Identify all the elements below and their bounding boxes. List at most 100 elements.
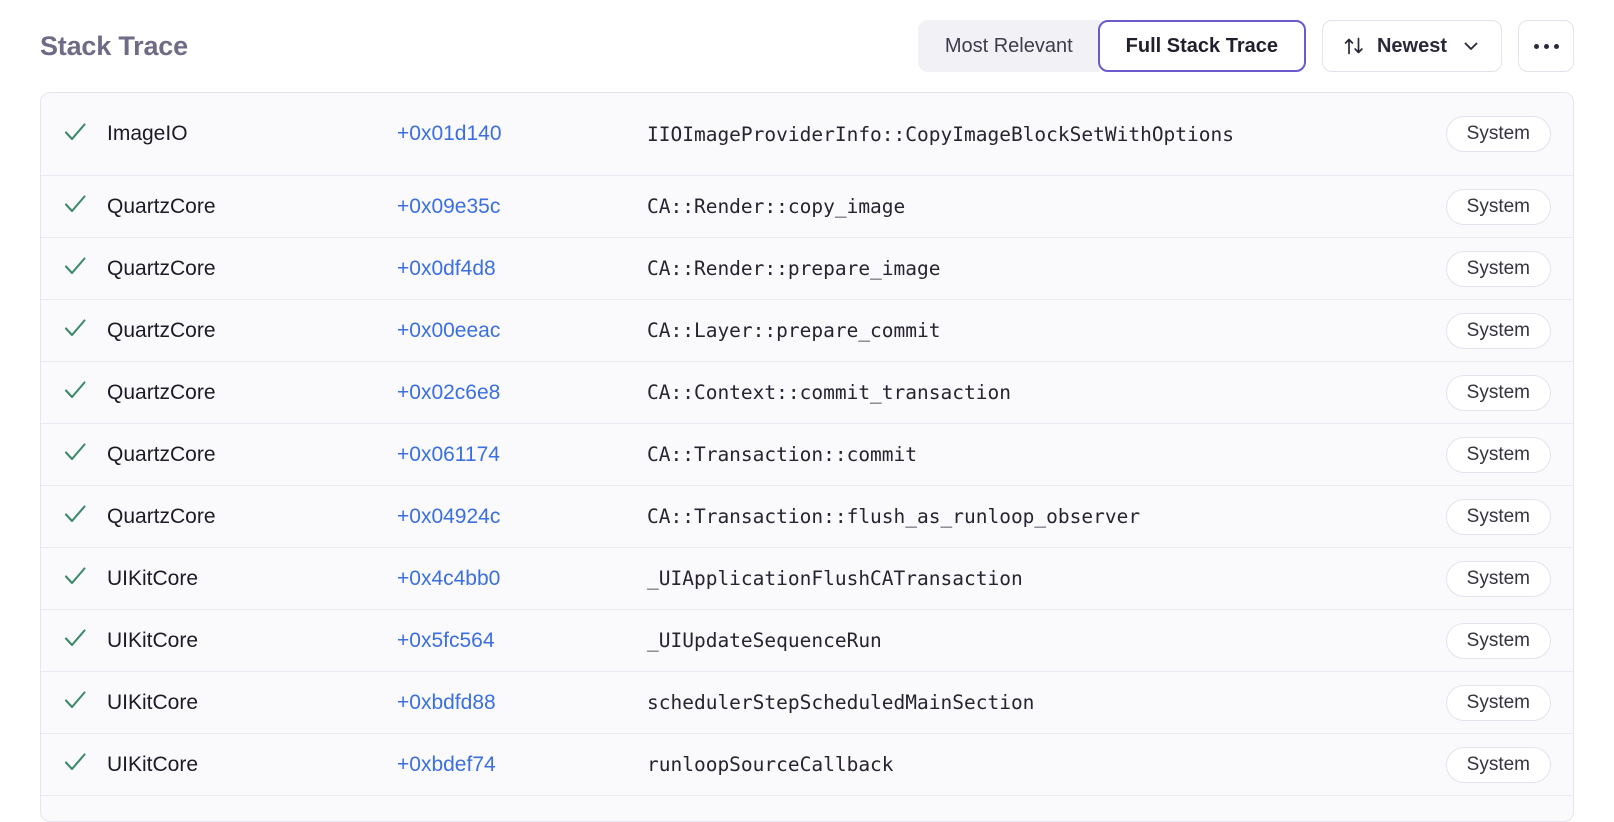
sort-arrows-icon <box>1343 35 1365 57</box>
frame-function-name: _UIUpdateSequenceRun <box>647 629 882 652</box>
frame-function-name: schedulerStepScheduledMainSection <box>647 691 1035 714</box>
table-row[interactable]: QuartzCore +0x0df4d8 CA::Render::prepare_i… <box>41 238 1573 300</box>
ellipsis-icon <box>1533 43 1539 49</box>
frame-address-link[interactable]: +0x04924c <box>397 504 501 528</box>
check-icon <box>61 748 89 781</box>
status-badge: System <box>1445 746 1551 783</box>
frame-address-link[interactable]: +0xbdfd88 <box>397 690 496 714</box>
view-mode-segmented-control[interactable]: Most Relevant Full Stack Trace <box>917 20 1306 72</box>
chevron-down-icon <box>1461 36 1481 56</box>
frame-function-name: CA::Context::commit_transaction <box>647 381 1011 404</box>
table-row[interactable]: QuartzCore +0x04924c CA::Transaction::flus… <box>41 486 1573 548</box>
status-badge: System <box>1445 188 1551 225</box>
page-title: Stack Trace <box>40 30 188 61</box>
frame-badge-cell: System <box>1419 684 1551 721</box>
frame-address-link[interactable]: +0xbdef74 <box>397 752 496 776</box>
frame-package: QuartzCore <box>107 442 216 466</box>
frame-address-link[interactable]: +0x02c6e8 <box>397 380 501 404</box>
check-icon <box>61 118 89 151</box>
frame-badge-cell: System <box>1419 560 1551 597</box>
frame-badge-cell: System <box>1419 312 1551 349</box>
check-icon <box>61 376 89 409</box>
stack-frame-list: ImageIO +0x01d140 IIOImageProviderInfo::Co… <box>40 92 1574 822</box>
table-row[interactable]: QuartzCore +0x09e35c CA::Render::copy_imag… <box>41 176 1573 238</box>
frame-package: UIKitCore <box>107 628 199 652</box>
frame-status-cell <box>61 562 107 595</box>
frame-function-name: _UIApplicationFlushCATransaction <box>647 567 1023 590</box>
frame-status-cell <box>61 190 107 223</box>
ellipsis-icon <box>1553 43 1559 49</box>
frame-function-name: runloopSourceCallback <box>647 753 894 776</box>
table-row[interactable]: QuartzCore +0x00eeac CA::Layer::prepare_co… <box>41 300 1573 362</box>
frame-badge-cell: System <box>1419 498 1551 535</box>
check-icon <box>61 500 89 533</box>
header-actions: Most Relevant Full Stack Trace Newest <box>917 20 1574 72</box>
frame-badge-cell: System <box>1419 622 1551 659</box>
tab-most-relevant[interactable]: Most Relevant <box>917 20 1100 72</box>
status-badge: System <box>1445 622 1551 659</box>
frame-address-link[interactable]: +0x4c4bb0 <box>397 566 501 590</box>
frame-address-link[interactable]: +0x5fc564 <box>397 628 495 652</box>
table-row[interactable]: ImageIO +0x01d140 IIOImageProviderInfo::Co… <box>41 93 1573 176</box>
frame-status-cell <box>61 748 107 781</box>
tab-full-stack-trace[interactable]: Full Stack Trace <box>1097 20 1306 72</box>
frame-address-link[interactable]: +0x061174 <box>397 442 500 466</box>
check-icon <box>61 562 89 595</box>
frame-package: ImageIO <box>107 122 188 145</box>
panel-header: Stack Trace Most Relevant Full Stack Tra… <box>40 0 1574 92</box>
frame-function-name: CA::Render::prepare_image <box>647 257 941 280</box>
check-icon <box>61 314 89 347</box>
check-icon <box>61 190 89 223</box>
frame-function-name: IIOImageProviderInfo::CopyImageBlockSetW… <box>647 122 1234 146</box>
check-icon <box>61 686 89 719</box>
table-row[interactable]: UIKitCore +0x5fc564 _UIUpdateSequenceRun Sy… <box>41 610 1573 672</box>
frame-badge-cell: System <box>1419 436 1551 473</box>
frame-status-cell <box>61 314 107 347</box>
frame-package: QuartzCore <box>107 504 216 528</box>
status-badge: System <box>1445 560 1551 597</box>
frame-function-name: CA::Render::copy_image <box>647 195 906 218</box>
frame-function-name: CA::Layer::prepare_commit <box>647 319 941 342</box>
status-badge: System <box>1445 312 1551 349</box>
more-options-button[interactable] <box>1518 20 1574 72</box>
sort-label: Newest <box>1376 34 1447 57</box>
sort-dropdown[interactable]: Newest <box>1321 20 1502 72</box>
status-badge: System <box>1445 250 1551 287</box>
frame-badge-cell: System <box>1419 188 1551 225</box>
status-badge: System <box>1445 436 1551 473</box>
table-row[interactable]: QuartzCore +0x02c6e8 CA::Context::commit_t… <box>41 362 1573 424</box>
ellipsis-icon <box>1543 43 1549 49</box>
frame-package: QuartzCore <box>107 256 216 280</box>
frame-badge-cell: System <box>1419 374 1551 411</box>
frame-status-cell <box>61 438 107 471</box>
check-icon <box>61 624 89 657</box>
frame-status-cell <box>61 500 107 533</box>
frame-package: QuartzCore <box>107 194 216 218</box>
frame-package: QuartzCore <box>107 380 216 404</box>
frame-address-link[interactable]: +0x0df4d8 <box>397 256 496 280</box>
frame-status-cell <box>61 376 107 409</box>
frame-badge-cell: System <box>1419 116 1551 152</box>
table-row[interactable]: UIKitCore +0x4c4bb0 _UIApplicationFlushCAT… <box>41 548 1573 610</box>
table-row[interactable]: QuartzCore +0x061174 CA::Transaction::comm… <box>41 424 1573 486</box>
frame-badge-cell: System <box>1419 746 1551 783</box>
frame-function-name: CA::Transaction::flush_as_runloop_observ… <box>647 505 1141 528</box>
frame-address-link[interactable]: +0x00eeac <box>397 318 501 342</box>
frame-status-cell <box>61 252 107 285</box>
frame-package: UIKitCore <box>107 690 199 714</box>
frame-status-cell <box>61 686 107 719</box>
frame-address-link[interactable]: +0x01d140 <box>397 122 502 145</box>
frame-package: QuartzCore <box>107 318 216 342</box>
frame-package: UIKitCore <box>107 566 199 590</box>
frame-address-link[interactable]: +0x09e35c <box>397 194 501 218</box>
frame-badge-cell: System <box>1419 250 1551 287</box>
check-icon <box>61 438 89 471</box>
table-row[interactable]: UIKitCore +0xbdfd88 schedulerStepScheduled… <box>41 672 1573 734</box>
status-badge: System <box>1445 116 1551 152</box>
frame-status-cell <box>61 118 107 151</box>
frame-status-cell <box>61 624 107 657</box>
frame-function-name: CA::Transaction::commit <box>647 443 918 466</box>
status-badge: System <box>1445 374 1551 411</box>
